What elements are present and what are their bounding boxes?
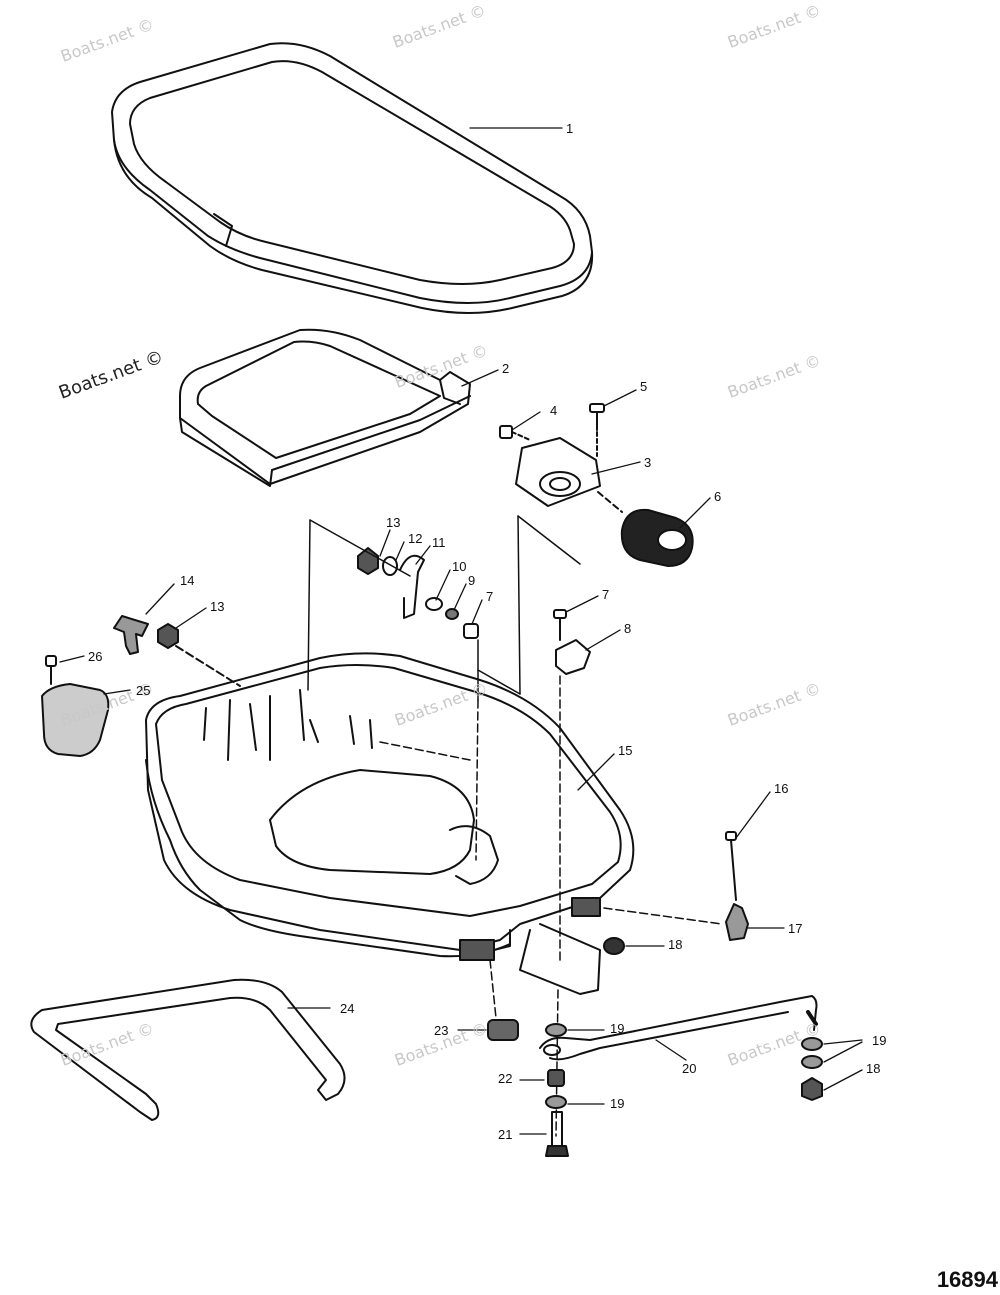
callout-14: 14 (180, 573, 195, 588)
part-19-washer-c (801, 1037, 823, 1069)
part-16-pin (725, 831, 737, 901)
part-13-nut-lower (157, 623, 241, 687)
leader-lines (59, 127, 863, 1135)
callout-19-c: 19 (610, 1096, 625, 1111)
callout-1: 1 (566, 121, 574, 136)
part-14-latch (113, 615, 149, 655)
callout-24: 24 (340, 1001, 355, 1016)
callout-7-b: 7 (602, 587, 610, 602)
callout-18: 18 (668, 937, 683, 952)
part-1-cowl-seal (111, 42, 594, 314)
part-19-washer-a (545, 1023, 567, 1037)
callout-13: 13 (386, 515, 401, 530)
part-18-nut-upper (603, 937, 625, 955)
part-12-washer (382, 556, 398, 576)
part-23-grommet (487, 1019, 519, 1041)
callout-18-b: 18 (866, 1061, 881, 1076)
callout-5: 5 (640, 379, 648, 394)
assembly-guide-lines (307, 515, 723, 1137)
callout-25: 25 (136, 683, 151, 698)
part-2-seal-frame (179, 328, 471, 487)
callout-22: 22 (498, 1071, 513, 1086)
part-6-grommet (597, 491, 694, 567)
callout-11: 11 (432, 535, 446, 550)
callout-10: 10 (452, 559, 467, 574)
callout-26: 26 (88, 649, 103, 664)
callout-9: 9 (468, 573, 476, 588)
callout-6: 6 (714, 489, 722, 504)
callout-12: 12 (408, 531, 423, 546)
part-15-bottom-cowl (145, 652, 635, 995)
part-9-washer (445, 608, 459, 620)
part-4-screw (499, 425, 531, 441)
callout-19: 19 (610, 1021, 625, 1036)
part-8-bracket (555, 639, 591, 675)
part-24-handle (30, 978, 346, 1121)
part-17-clip (725, 903, 749, 941)
callout-15: 15 (618, 743, 633, 758)
callout-16: 16 (774, 781, 789, 796)
callout-19-b: 19 (872, 1033, 887, 1048)
callout-20: 20 (682, 1061, 697, 1076)
part-25-cover (41, 683, 110, 757)
part-3-bracket-plate (515, 437, 601, 507)
part-26-screw (45, 655, 57, 685)
figure-number: 16894 (936, 1267, 998, 1292)
part-7-screw-left (463, 623, 479, 639)
callout-2: 2 (502, 361, 510, 376)
part-18-nut-lower (801, 1077, 823, 1101)
part-7-screw-right (553, 609, 567, 641)
callout-7: 7 (486, 589, 494, 604)
part-21-bolt (545, 1111, 569, 1157)
callout-13-b: 13 (210, 599, 225, 614)
part-20-link-rod (539, 995, 818, 1061)
callout-17: 17 (788, 921, 803, 936)
callout-23: 23 (434, 1023, 449, 1038)
part-22-spacer (547, 1069, 565, 1087)
part-10-washer (425, 597, 443, 611)
part-19-washer-b (545, 1095, 567, 1109)
callout-3: 3 (644, 455, 652, 470)
callout-21: 21 (498, 1127, 513, 1142)
callout-8: 8 (624, 621, 632, 636)
part-5-screw (589, 403, 605, 457)
callout-4: 4 (550, 403, 558, 418)
part-11-clip (399, 554, 425, 619)
